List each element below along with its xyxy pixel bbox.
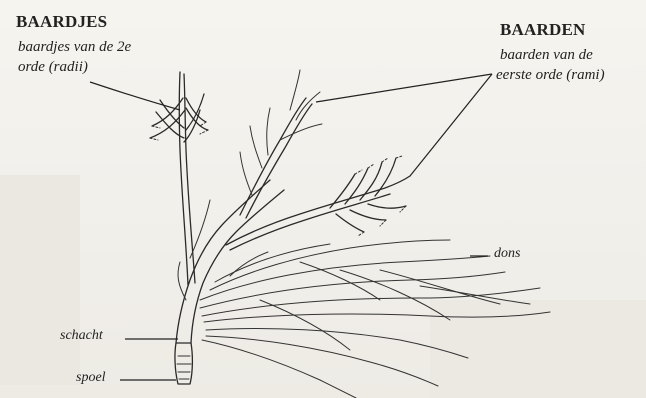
barb-left bbox=[178, 72, 210, 300]
label-baarden-title: BAARDEN bbox=[500, 20, 585, 40]
leader-baarden-lower bbox=[410, 74, 492, 176]
leader-baardjes bbox=[90, 82, 180, 110]
leader-baarden-upper bbox=[316, 74, 492, 102]
label-baardjes-sub-2: orde (radii) bbox=[18, 58, 88, 76]
quill bbox=[175, 343, 192, 384]
label-dons: dons bbox=[494, 246, 520, 262]
barbs-right bbox=[226, 70, 410, 250]
label-spoel: spoel bbox=[76, 370, 106, 386]
label-schacht: schacht bbox=[60, 328, 103, 344]
label-baardjes-title: BAARDJES bbox=[16, 12, 107, 32]
label-baarden-sub-2: eerste orde (rami) bbox=[496, 66, 605, 84]
background-shade-right bbox=[430, 300, 646, 398]
label-baardjes-sub-1: baardjes van de 2e bbox=[18, 38, 131, 56]
background-shade-left bbox=[0, 175, 80, 385]
shaft bbox=[176, 180, 284, 343]
label-baarden-sub-1: baarden van de bbox=[500, 46, 593, 64]
